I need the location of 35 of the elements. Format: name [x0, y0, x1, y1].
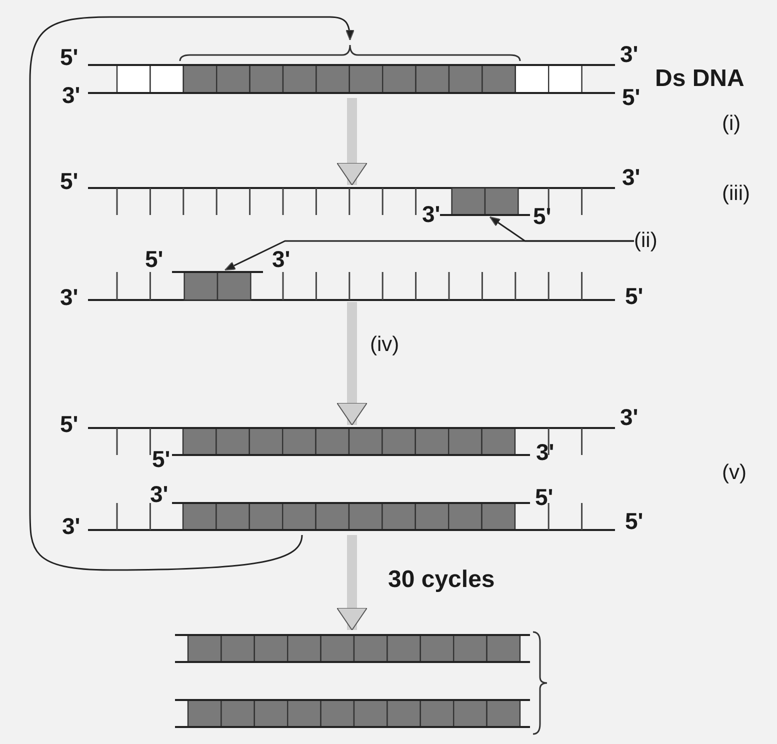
strand-end-label: 5'	[535, 486, 554, 509]
process-arrow	[336, 98, 368, 186]
step-label: (i)	[722, 113, 741, 134]
strand-end-label: 3'	[60, 286, 78, 309]
strand-end-label: 3'	[622, 166, 640, 189]
dna-strand-drawing	[88, 268, 618, 302]
strand-end-label: 3'	[62, 84, 80, 107]
strand-end-label: 3'	[620, 406, 638, 429]
strand-end-label: 5'	[145, 248, 164, 271]
strand-end-label: 5'	[622, 86, 640, 109]
edge-label: (iv)	[370, 334, 400, 355]
cycle-arrow	[29, 16, 354, 571]
strand-end-label: 3'	[272, 248, 290, 271]
leader-line	[224, 240, 634, 271]
strand-end-label: 5'	[152, 448, 170, 471]
strand-end-label: 3'	[150, 483, 168, 506]
strand-end-label: 3'	[62, 515, 80, 538]
step-label: (v)	[722, 462, 746, 483]
process-arrow	[336, 302, 368, 426]
strand-end-label: 3'	[620, 43, 638, 66]
molecule-label: Ds DNA	[655, 67, 744, 91]
process-arrow	[336, 535, 368, 630]
strand-end-label: 5'	[533, 205, 552, 228]
step-label: (iii)	[722, 183, 750, 204]
strand-end-label: 3'	[422, 203, 440, 226]
strand-end-label: 5'	[60, 413, 78, 436]
strand-end-label: 3'	[536, 441, 554, 464]
step-label: (ii)	[634, 228, 658, 254]
primer-drawing	[172, 270, 263, 300]
strand-end-label: 5'	[625, 510, 644, 533]
strand-end-label: 5'	[60, 170, 78, 193]
edge-label: 30 cycles	[388, 568, 495, 592]
strand-end-label: 5'	[60, 46, 78, 69]
primer-drawing	[440, 188, 530, 217]
strand-end-label: 5'	[625, 285, 644, 308]
